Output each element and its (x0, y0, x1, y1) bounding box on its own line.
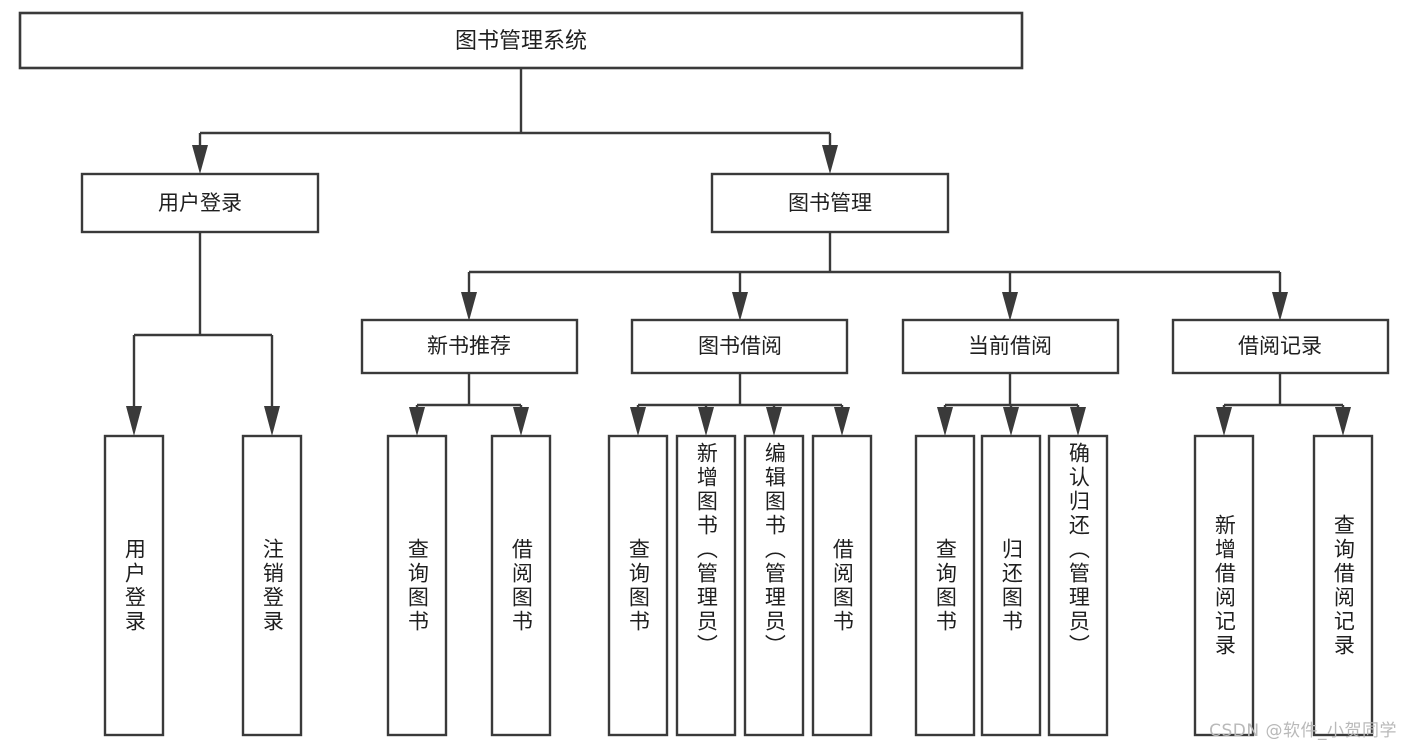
connector-group-book-manage (461, 232, 1288, 321)
leaf-box-borrow-record-1[interactable] (1193, 434, 1255, 737)
arrow-head-leaf-book-borrow-1 (630, 407, 646, 436)
connector-group-borrow-record (1216, 373, 1351, 436)
node-label-new-book-recommend: 新书推荐 (427, 334, 511, 358)
leaf-box-book-borrow-3[interactable] (743, 434, 805, 737)
node-box-new-book-recommend[interactable] (360, 318, 579, 375)
connector-group-root (192, 68, 838, 174)
node-label-borrow-record: 借阅记录 (1238, 334, 1322, 358)
arrow-head-leaf-new-book-2 (513, 407, 529, 436)
watermark-text: CSDN @软件_小贺同学 (1209, 721, 1397, 741)
arrow-head-book-borrow (732, 292, 748, 321)
leaf-box-book-borrow-4[interactable] (811, 434, 873, 737)
node-new-book-recommend[interactable]: 新书推荐 (360, 318, 579, 375)
arrow-head-leaf-user-login-2 (264, 406, 280, 436)
node-label-book-manage: 图书管理 (788, 191, 872, 215)
leaf-box-current-borrow-2[interactable] (980, 434, 1042, 737)
arrow-head-leaf-current-borrow-1 (937, 407, 953, 436)
leaf-box-current-borrow-1[interactable] (914, 434, 976, 737)
arrow-head-leaf-borrow-record-1 (1216, 407, 1232, 436)
arrow-head-leaf-borrow-record-2 (1335, 407, 1351, 436)
node-label-root: 图书管理系统 (455, 29, 587, 54)
arrow-head-borrow-record (1272, 292, 1288, 321)
leaf-box-new-book-1[interactable] (386, 434, 448, 737)
leaf-box-borrow-record-2[interactable] (1312, 434, 1374, 737)
node-root[interactable]: 图书管理系统 (18, 11, 1024, 70)
node-book-borrow[interactable]: 图书借阅 (630, 318, 849, 375)
leaf-box-user-login-1[interactable] (103, 434, 165, 737)
arrow-head-leaf-book-borrow-2 (698, 407, 714, 436)
arrow-head-leaf-user-login-1 (126, 406, 142, 436)
leaf-box-current-borrow-3[interactable] (1047, 434, 1109, 737)
arrow-head-user-login (192, 145, 208, 174)
leaf-box-new-book-2[interactable] (490, 434, 552, 737)
node-label-user-login: 用户登录 (158, 191, 242, 215)
node-label-book-borrow: 图书借阅 (698, 334, 782, 358)
node-borrow-record[interactable]: 借阅记录 (1171, 318, 1390, 375)
node-box-borrow-record[interactable] (1171, 318, 1390, 375)
connector-group-book-borrow (630, 373, 850, 436)
node-box-root[interactable] (18, 11, 1024, 70)
node-box-book-borrow[interactable] (630, 318, 849, 375)
node-box-user-login[interactable] (80, 172, 320, 234)
connector-group-new-book-recommend (409, 373, 529, 436)
arrow-head-leaf-current-borrow-3 (1070, 407, 1086, 436)
connector-group-current-borrow (937, 373, 1086, 436)
node-box-current-borrow[interactable] (901, 318, 1120, 375)
node-label-current-borrow: 当前借阅 (968, 334, 1052, 358)
arrow-head-leaf-book-borrow-3 (766, 407, 782, 436)
arrow-head-new-book-recommend (461, 292, 477, 321)
arrow-head-leaf-book-borrow-4 (834, 407, 850, 436)
arrow-head-book-manage (822, 145, 838, 174)
node-box-book-manage[interactable] (710, 172, 950, 234)
leaf-box-book-borrow-1[interactable] (607, 434, 669, 737)
connector-group-user-login (126, 232, 280, 436)
node-book-manage[interactable]: 图书管理 (710, 172, 950, 234)
leaf-box-user-login-2[interactable] (241, 434, 303, 737)
leaf-box-book-borrow-2[interactable] (675, 434, 737, 737)
node-current-borrow[interactable]: 当前借阅 (901, 318, 1120, 375)
node-user-login[interactable]: 用户登录 (80, 172, 320, 234)
arrow-head-leaf-new-book-1 (409, 407, 425, 436)
arrow-head-leaf-current-borrow-2 (1003, 407, 1019, 436)
arrow-head-current-borrow (1002, 292, 1018, 321)
